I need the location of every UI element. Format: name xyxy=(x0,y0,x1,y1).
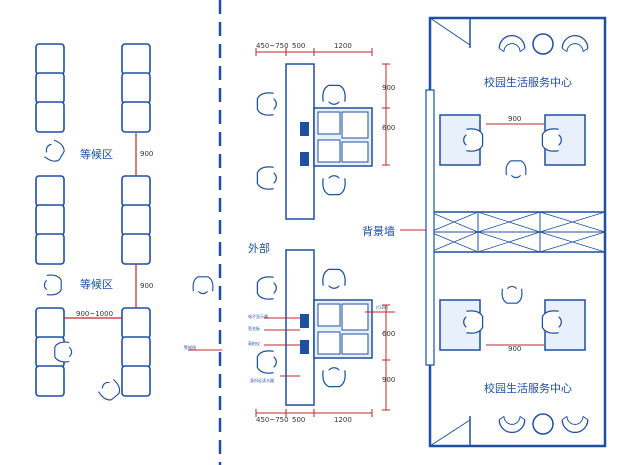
dim-top-desk-c: 1200 xyxy=(334,42,352,50)
equipment-label-scanner: 高拍仪 xyxy=(248,341,260,346)
counter-dimensions xyxy=(255,48,430,417)
dim-room-gap-top: 900 xyxy=(508,115,522,123)
dim-bot-desk-c: 1200 xyxy=(334,416,352,424)
waiting-area-label-1: 等候区 xyxy=(80,148,113,161)
service-center-label-top: 校园生活服务中心 xyxy=(484,76,572,89)
equipment-label-printer: 打印机 xyxy=(376,305,388,310)
dim-room-gap-bottom: 900 xyxy=(508,345,522,353)
dim-seat-gap-2: 900 xyxy=(140,282,154,290)
outside-label: 外部 xyxy=(248,242,270,255)
dim-top-v-2: 600 xyxy=(382,124,396,132)
dim-seat-gap-3: 900~1000 xyxy=(76,310,114,318)
dim-top-desk-a: 450~750 xyxy=(256,42,289,50)
bottom-counter xyxy=(256,249,373,406)
service-rooms xyxy=(425,16,607,448)
top-counter xyxy=(256,63,373,220)
waiting-seats-right xyxy=(121,43,151,397)
room-dimensions xyxy=(486,123,544,346)
dim-bot-desk-a: 450~750 xyxy=(256,416,289,424)
waiting-dimensions xyxy=(64,133,137,319)
dim-bot-desk-b: 500 xyxy=(292,416,306,424)
exit-sign-label: 警戒线 xyxy=(184,345,196,350)
equipment-label-display: 电子显示器 xyxy=(248,314,268,319)
waiting-area-label-2: 等候区 xyxy=(80,278,113,291)
background-wall-label: 背景墙 xyxy=(362,225,395,238)
equipment-label-signpad: 签名板 xyxy=(248,326,260,331)
dim-top-desk-b: 500 xyxy=(292,42,306,50)
dim-bot-v-2: 900 xyxy=(382,376,396,384)
equipment-label-idreader: 身份证读卡器 xyxy=(250,378,274,383)
service-center-label-bottom: 校园生活服务中心 xyxy=(484,382,572,395)
dim-top-v-1: 900 xyxy=(382,84,396,92)
dim-bot-v-1: 600 xyxy=(382,330,396,338)
dim-seat-gap-1: 900 xyxy=(140,150,154,158)
